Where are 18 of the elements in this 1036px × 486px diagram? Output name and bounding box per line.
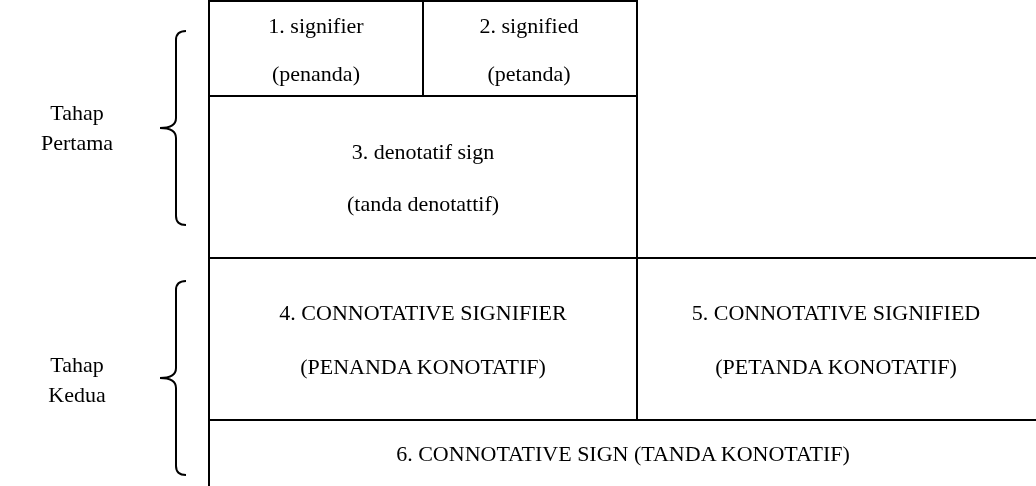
cell-text: 6. CONNOTATIVE SIGN (TANDA KONOTATIF) xyxy=(395,439,851,468)
cell-text: 5. CONNOTATIVE SIGNIFIED xyxy=(690,299,982,327)
stage-label: Tahap Kedua xyxy=(47,351,107,409)
table-cell xyxy=(208,257,638,421)
cell-text: 1. signifier xyxy=(267,11,365,40)
cell-text: (PETANDA KONOTATIF) xyxy=(714,353,958,381)
stage-label: Tahap Pertama xyxy=(39,99,115,157)
cell-text: (tanda denotattif) xyxy=(345,190,501,218)
table-cell xyxy=(208,0,424,97)
cell-text: (PENANDA KONOTATIF) xyxy=(299,353,547,381)
cell-text: (penanda) xyxy=(271,59,361,88)
table-cell xyxy=(422,0,638,97)
cell-text: 3. denotatif sign xyxy=(350,138,496,166)
cell-text: 2. signified xyxy=(478,11,580,40)
cell-text: 4. CONNOTATIVE SIGNIFIER xyxy=(278,299,568,327)
cell-text: (petanda) xyxy=(486,59,572,88)
table-cell xyxy=(208,419,1036,486)
table-cell xyxy=(208,95,638,259)
